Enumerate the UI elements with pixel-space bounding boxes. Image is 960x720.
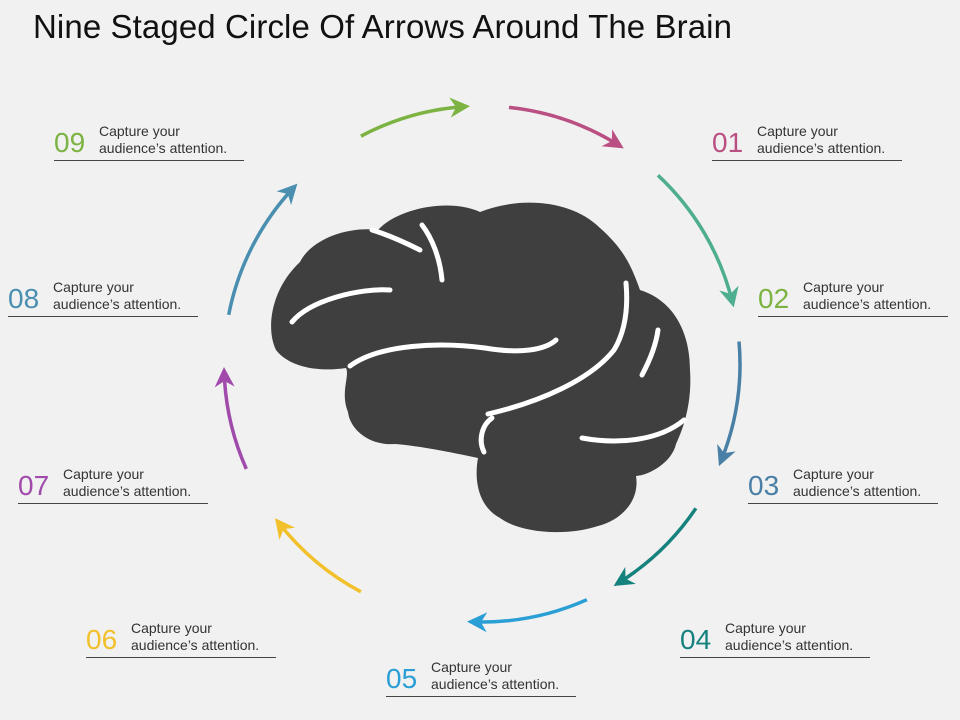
page-title: Nine Staged Circle Of Arrows Around The … (33, 8, 733, 45)
stage-number: 08 (8, 283, 40, 314)
stage-text: Capture your audience’s attention. (725, 620, 854, 653)
stage-03: 03 Capture your audience’s attention. (748, 466, 938, 504)
stage-number: 06 (86, 624, 118, 655)
cycle-arrows (214, 97, 742, 633)
arrow-02 (656, 174, 739, 308)
stage-text: Capture your audience’s attention. (53, 279, 182, 312)
stage-01: 01 Capture your audience’s attention. (712, 123, 902, 161)
stage-09: 09 Capture your audience’s attention. (54, 123, 244, 161)
stage-number: 02 (758, 283, 790, 314)
stage-number: 04 (680, 624, 712, 655)
stage-06: 06 Capture your audience’s attention. (86, 620, 276, 658)
arrow-04 (613, 507, 698, 586)
stage-text: Capture your audience’s attention. (757, 123, 886, 156)
arrow-07 (214, 367, 248, 470)
stage-08: 08 Capture your audience’s attention. (8, 279, 198, 317)
arrow-05 (467, 598, 588, 633)
arrow-09 (360, 97, 470, 138)
stage-number: 05 (386, 663, 418, 694)
stage-04: 04 Capture your audience’s attention. (680, 620, 870, 658)
stage-number: 09 (54, 127, 86, 158)
arrow-03 (717, 341, 742, 467)
stage-02: 02 Capture your audience’s attention. (758, 279, 948, 317)
arrow-06 (275, 518, 362, 594)
stage-number: 07 (18, 470, 50, 501)
stage-text: Capture your audience’s attention. (431, 659, 560, 692)
stage-07: 07 Capture your audience’s attention. (18, 466, 208, 504)
arrow-08 (226, 183, 298, 316)
stage-text: Capture your audience’s attention. (99, 123, 228, 156)
stage-05: 05 Capture your audience’s attention. (386, 659, 576, 697)
brain-icon (271, 202, 691, 533)
stage-text: Capture your audience’s attention. (793, 466, 922, 499)
arrow-01 (508, 105, 624, 149)
stage-text: Capture your audience’s attention. (63, 466, 192, 499)
stage-text: Capture your audience’s attention. (803, 279, 932, 312)
stage-number: 03 (748, 470, 780, 501)
stage-number: 01 (712, 127, 744, 158)
stage-text: Capture your audience’s attention. (131, 620, 260, 653)
